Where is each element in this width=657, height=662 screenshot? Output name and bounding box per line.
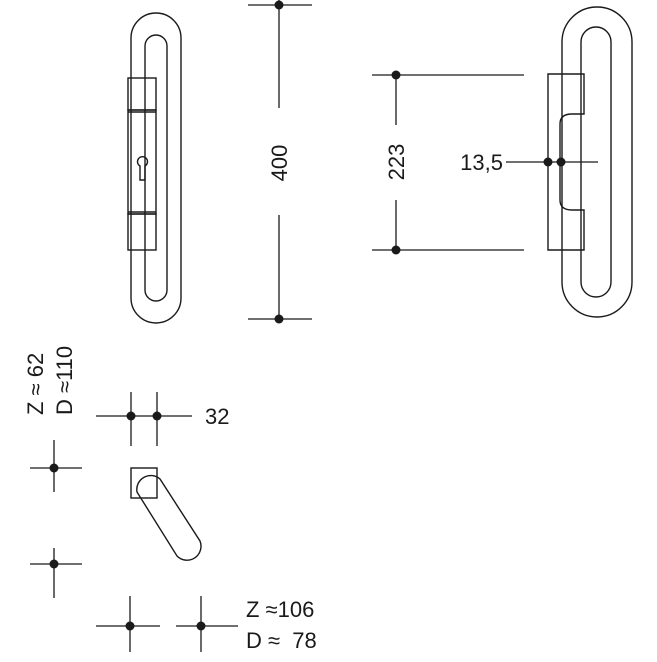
lower-rose bbox=[127, 213, 157, 251]
side-inner-loop bbox=[580, 26, 612, 298]
escutcheon-plate bbox=[127, 109, 157, 215]
d-bottom-label: D ≈ 78 bbox=[246, 628, 317, 653]
front-view-handle bbox=[127, 12, 182, 324]
d-left-label: D ≈110 bbox=[52, 346, 77, 415]
height-dot-top bbox=[274, 0, 284, 10]
spacing-dimension: 223 bbox=[372, 70, 524, 255]
gap-label: 32 bbox=[205, 404, 229, 429]
side-outer-loop bbox=[561, 6, 633, 318]
top-view-rose bbox=[130, 467, 158, 499]
thickness-dot-right bbox=[556, 157, 566, 167]
thickness-dot-left bbox=[543, 157, 553, 167]
height-label: 400 bbox=[267, 145, 292, 182]
left-dot-bottom bbox=[49, 559, 59, 569]
bottom-horizontal-dimension: Z ≈106 D ≈ 78 bbox=[96, 596, 317, 653]
z-bottom-label: Z ≈106 bbox=[246, 597, 314, 622]
top-view-grip bbox=[136, 474, 202, 561]
side-mounting-plate bbox=[547, 73, 585, 251]
gap-dimension: 32 bbox=[96, 392, 229, 446]
keyhole-icon bbox=[136, 156, 149, 181]
spacing-dot-top bbox=[391, 70, 401, 80]
top-view-handle bbox=[130, 467, 202, 561]
gap-dot-left bbox=[126, 411, 136, 421]
handle-outer-loop bbox=[130, 12, 182, 324]
spacing-label: 223 bbox=[384, 144, 409, 181]
handle-inner-loop bbox=[144, 34, 168, 302]
spacing-dot-bottom bbox=[391, 245, 401, 255]
side-view-handle bbox=[547, 6, 633, 318]
thickness-dimension: 13,5 bbox=[460, 150, 598, 175]
z-left-label: Z ≈ 62 bbox=[23, 353, 48, 415]
gap-dot-right bbox=[152, 411, 162, 421]
bottom-dot-left bbox=[125, 621, 135, 631]
left-vertical-dimension bbox=[30, 440, 82, 598]
thickness-label: 13,5 bbox=[460, 150, 503, 175]
height-dimension: 400 bbox=[248, 0, 312, 324]
left-dot-top bbox=[49, 463, 59, 473]
upper-rose bbox=[127, 77, 157, 111]
bottom-dot-right bbox=[196, 621, 206, 631]
height-dot-bottom bbox=[274, 314, 284, 324]
